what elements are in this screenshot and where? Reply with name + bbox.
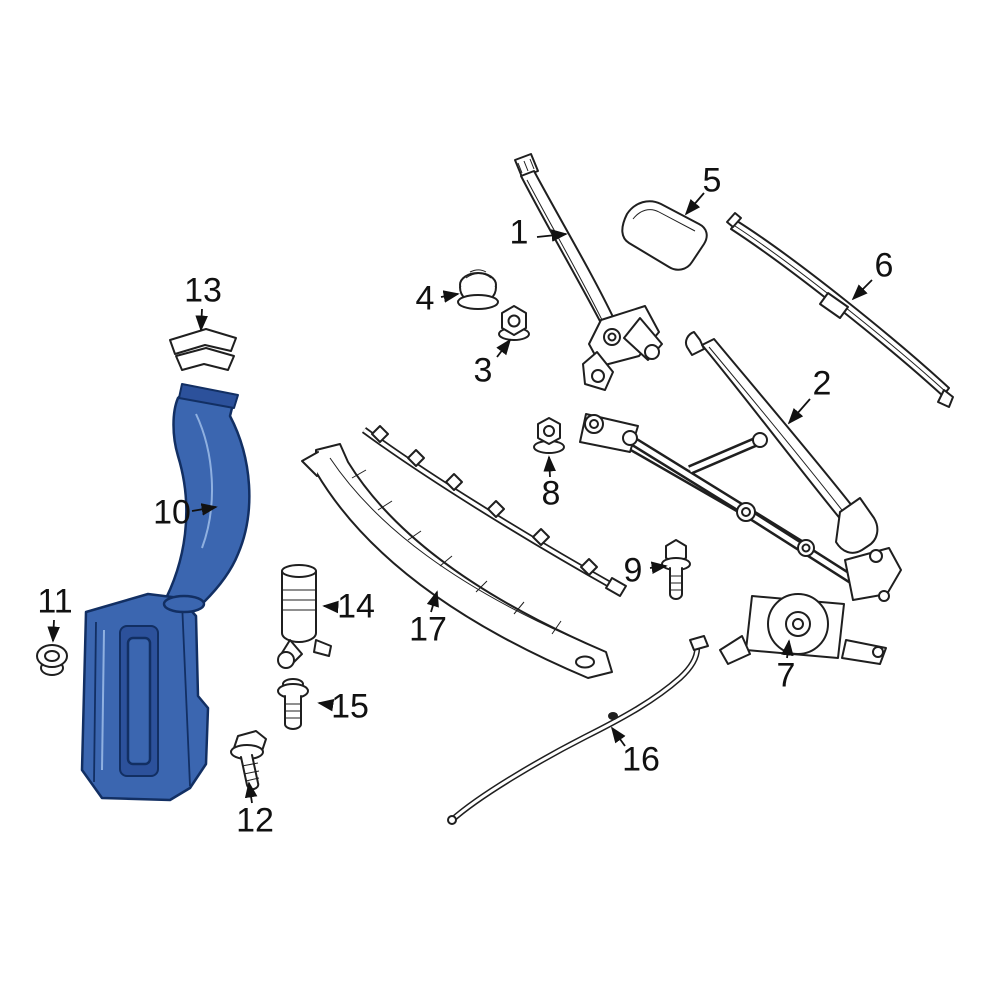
part-8-nut (533, 417, 565, 454)
part-9-bolt (661, 539, 691, 600)
callout-9: 9 (623, 551, 643, 590)
callout-arrow-2 (787, 398, 811, 425)
part-3-nut (498, 305, 530, 341)
part-15-stud (277, 678, 309, 730)
part-10-washer-reservoir (80, 383, 251, 802)
callout-arrow-11 (47, 619, 60, 643)
callout-14: 14 (337, 587, 375, 626)
callout-11: 11 (37, 582, 73, 621)
callout-5: 5 (702, 161, 722, 200)
callout-arrow-12 (244, 781, 258, 804)
callout-arrow-13 (195, 308, 208, 332)
callout-12: 12 (236, 801, 274, 840)
callout-3: 3 (473, 351, 493, 390)
callout-8: 8 (541, 474, 561, 513)
callout-arrow-14 (322, 600, 339, 614)
part-12-screw (230, 730, 267, 791)
part-13-clip (169, 328, 237, 371)
callout-4: 4 (415, 279, 435, 318)
callout-arrow-17 (426, 590, 439, 613)
callout-arrow-7 (781, 639, 794, 659)
callout-arrow-9 (649, 561, 668, 575)
callout-arrow-10 (191, 503, 218, 516)
cowl-seal-strip (361, 425, 627, 597)
part-1-wiper-arm (514, 153, 663, 391)
callout-16: 16 (622, 740, 660, 779)
callout-17: 17 (409, 610, 447, 649)
callout-arrow-3 (496, 338, 512, 358)
callout-arrow-1 (536, 229, 568, 242)
part-5-cover (621, 200, 708, 271)
callout-10: 10 (153, 493, 191, 532)
callout-13: 13 (184, 271, 222, 310)
callout-15: 15 (331, 687, 369, 726)
part-17-cowl-molding (301, 443, 613, 679)
callout-arrows (47, 192, 873, 804)
callout-arrow-5 (684, 192, 705, 216)
callout-arrow-6 (851, 279, 873, 301)
callout-2: 2 (812, 364, 832, 403)
callout-arrow-4 (440, 290, 460, 303)
part-2-wiper-arm (684, 331, 879, 554)
callout-6: 6 (874, 246, 894, 285)
callout-arrow-15 (317, 698, 335, 712)
part-7-wiper-motor-assembly (579, 413, 902, 665)
part-11-grommet (36, 644, 68, 676)
part-16-washer-hose (447, 635, 709, 825)
callout-1: 1 (509, 213, 529, 252)
callout-arrow-16 (610, 726, 626, 747)
callout-7: 7 (776, 656, 796, 695)
callout-arrow-8 (543, 455, 557, 478)
part-14-washer-pump (277, 564, 332, 669)
part-4-cap (457, 269, 499, 310)
part-6-wiper-blade (726, 212, 954, 408)
